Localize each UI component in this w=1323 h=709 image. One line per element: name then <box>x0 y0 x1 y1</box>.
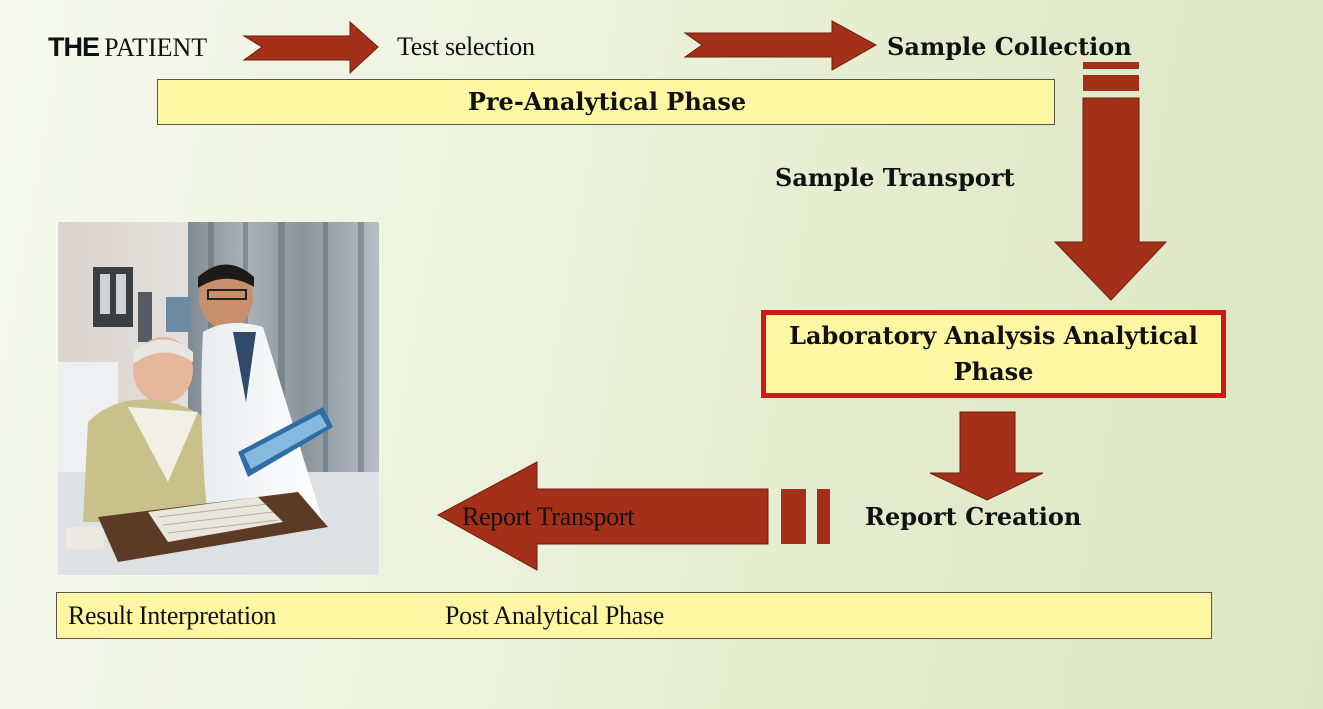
sample-collection-label: Sample Collection <box>887 32 1132 61</box>
photo-illustration <box>58 222 379 575</box>
report-creation-label: Report Creation <box>865 502 1082 531</box>
collection-stripe-2 <box>1083 75 1139 91</box>
laboratory-analysis-box: Laboratory Analysis Analytical Phase <box>761 310 1226 398</box>
arrow-test-to-sample-collection <box>683 20 878 71</box>
arrow-report-transport-left <box>436 461 769 571</box>
patient-label: THE PATIENT <box>48 32 207 63</box>
arrow-patient-to-test-selection <box>242 20 379 75</box>
pre-analytical-phase-box: Pre-Analytical Phase <box>157 79 1055 125</box>
report-transport-label: Report Transport <box>462 502 635 531</box>
doctor-patient-photo <box>58 222 379 575</box>
test-selection-label: Test selection <box>397 32 535 61</box>
collection-stripe-1 <box>1083 62 1139 69</box>
arrow-sample-transport-down <box>1053 97 1168 301</box>
post-analytical-phase-label: Post Analytical Phase <box>445 601 665 630</box>
pre-analytical-phase-label: Pre-Analytical Phase <box>467 87 747 116</box>
report-stripe-2 <box>817 489 830 544</box>
laboratory-analysis-label: Laboratory Analysis Analytical Phase <box>789 321 1198 386</box>
sample-transport-label: Sample Transport <box>775 163 1015 192</box>
post-analytical-phase-box: Result Interpretation Post Analytical Ph… <box>56 592 1212 639</box>
patient-prefix: THE <box>48 32 100 62</box>
report-stripe-1 <box>781 489 806 544</box>
arrow-lab-to-report-creation <box>929 411 1044 501</box>
result-interpretation-label: Result Interpretation <box>68 601 277 630</box>
patient-word: PATIENT <box>104 33 208 62</box>
